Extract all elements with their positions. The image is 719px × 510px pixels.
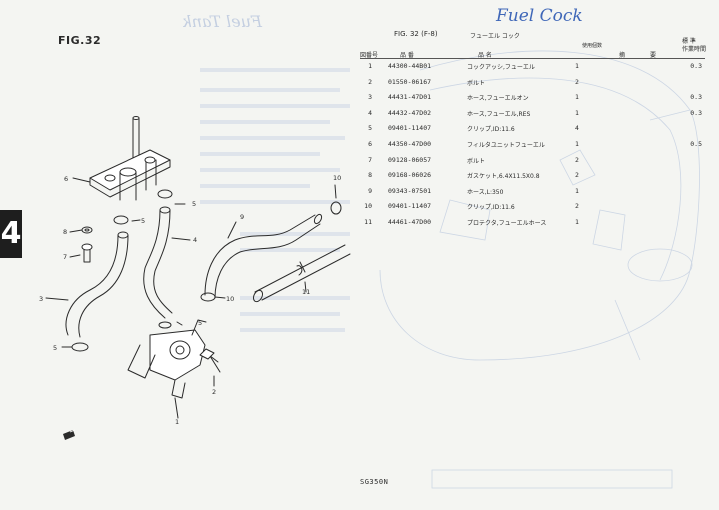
ref-number: 11 xyxy=(364,218,372,226)
part-name: ボルト xyxy=(467,157,486,165)
part-number: 44461-47D00 xyxy=(388,218,432,226)
table-row: 11 44461-47D00 プロテクタ,フューエルホース 1 xyxy=(360,216,705,230)
part-number: 44350-47D00 xyxy=(388,140,432,148)
ref-number: 3 xyxy=(368,93,372,102)
part-name: ガスケット,6.4X11.5X0.8 xyxy=(467,173,540,181)
part-number: 09401-11407 xyxy=(388,202,432,211)
part-number: 09168-06026 xyxy=(388,171,432,180)
table-row: 8 09168-06026 ガスケット,6.4X11.5X0.8 2 xyxy=(360,169,705,183)
part-number: 44300-44B01 xyxy=(388,62,432,70)
ref-number: 4 xyxy=(368,108,372,117)
figure-label: FIG.32 xyxy=(58,34,102,47)
part-number: 09401-11407 xyxy=(388,124,432,133)
quantity: 1 xyxy=(575,140,579,148)
col-qty-header: 使用個数 xyxy=(582,43,603,49)
callout-7: 7 xyxy=(63,253,67,261)
callout-10: 10 xyxy=(333,174,341,182)
part-number: 44432-47D02 xyxy=(388,108,432,117)
quantity: 1 xyxy=(575,62,579,70)
callout-11: 11 xyxy=(302,288,310,296)
quantity: 2 xyxy=(575,77,579,86)
part-name: ホース,フューエルオン xyxy=(467,95,529,103)
part-name: クリップ,ID:11.6 xyxy=(467,126,515,134)
labor-rate: 0.5 xyxy=(690,140,702,148)
section-tab: 4 xyxy=(0,210,22,258)
table-row: 5 09401-11407 クリップ,ID:11.6 4 xyxy=(360,122,705,136)
ref-number: 5 xyxy=(368,124,372,133)
header-rule xyxy=(360,58,705,59)
labor-rate: 0.3 xyxy=(690,62,702,70)
table-row: 10 09401-11407 クリップ,ID:11.6 2 xyxy=(360,200,705,214)
part-name: ボルト xyxy=(467,79,486,87)
table-row: 6 44350-47D00 フィルタユニットフューエル 1 0.5 xyxy=(360,138,705,152)
ref-number: 6 xyxy=(368,140,372,148)
quantity: 1 xyxy=(575,186,579,195)
callout-5: 5 xyxy=(141,217,145,225)
orientation-arrow-icon xyxy=(63,429,76,440)
callout-4: 4 xyxy=(193,236,197,244)
quantity: 2 xyxy=(575,171,579,180)
callout-5: 5 xyxy=(198,319,202,327)
part-name: プロテクタ,フューエルホース xyxy=(467,220,547,227)
ref-number: 1 xyxy=(368,62,372,70)
quantity: 1 xyxy=(575,218,579,226)
table-row: 3 44431-47D01 ホース,フューエルオン 1 0.3 xyxy=(360,91,705,105)
quantity: 1 xyxy=(575,93,579,102)
col-remark-header-2: 要 xyxy=(650,52,657,59)
part-number: 09128-06057 xyxy=(388,155,432,164)
group-name: フューエル コック xyxy=(470,33,520,40)
part-name: クリップ,ID:11.6 xyxy=(467,204,515,212)
parts-table-header: FIG. 32 (F-8) フューエル コック 使用個数 標 準 作業時間 図番… xyxy=(352,30,716,60)
callout-9: 9 xyxy=(240,213,244,221)
table-row: 7 09128-06057 ボルト 2 xyxy=(360,154,705,168)
col-part-name-header: 品 名 xyxy=(478,52,492,59)
col-rate-header-bottom: 作業時間 xyxy=(682,46,707,53)
part-name: コックアッシ,フューエル xyxy=(467,64,535,71)
ref-number: 7 xyxy=(368,155,372,164)
labor-rate: 0.3 xyxy=(690,108,702,117)
col-ref-header: 図番号 xyxy=(360,52,379,59)
table-row: 1 44300-44B01 コックアッシ,フューエル 1 0.3 xyxy=(360,60,705,74)
table-row: 2 01550-06167 ボルト 2 xyxy=(360,76,705,90)
callout-5: 5 xyxy=(53,344,57,352)
callout-2: 2 xyxy=(212,388,216,396)
quantity: 4 xyxy=(575,124,579,133)
table-row: 4 44432-47D02 ホース,フューエル,RES 1 0.3 xyxy=(360,107,705,121)
ref-number: 2 xyxy=(368,77,372,86)
ref-number: 10 xyxy=(364,202,372,211)
callout-10: 10 xyxy=(226,295,234,303)
part-name: ホース,L:350 xyxy=(467,188,504,196)
callout-3: 3 xyxy=(39,295,43,303)
part-number: 09343-07501 xyxy=(388,186,432,195)
part-name: ホース,フューエル,RES xyxy=(467,110,531,118)
fig-reference: FIG. 32 (F-8) xyxy=(394,30,438,38)
quantity: 1 xyxy=(575,108,579,117)
callout-5: 5 xyxy=(192,200,196,208)
table-row: 9 09343-07501 ホース,L:350 1 xyxy=(360,185,705,199)
quantity: 2 xyxy=(575,202,579,211)
footer-model-code: SG350N xyxy=(360,478,389,486)
part-number: 01550-06167 xyxy=(388,77,432,86)
callout-8: 8 xyxy=(63,228,67,236)
col-remark-header-1: 摘 xyxy=(619,52,626,59)
ref-number: 8 xyxy=(368,171,372,180)
part-number: 44431-47D01 xyxy=(388,93,432,102)
quantity: 2 xyxy=(575,155,579,164)
handwritten-title: Fuel Cock xyxy=(496,6,583,26)
col-part-no-header: 品 番 xyxy=(400,52,414,59)
part-name: フィルタユニットフューエル xyxy=(467,142,545,149)
callout-1: 1 xyxy=(175,418,179,426)
col-rate-header-top: 標 準 xyxy=(682,38,696,45)
callout-6: 6 xyxy=(64,175,68,183)
labor-rate: 0.3 xyxy=(690,93,702,102)
ref-number: 9 xyxy=(368,186,372,195)
